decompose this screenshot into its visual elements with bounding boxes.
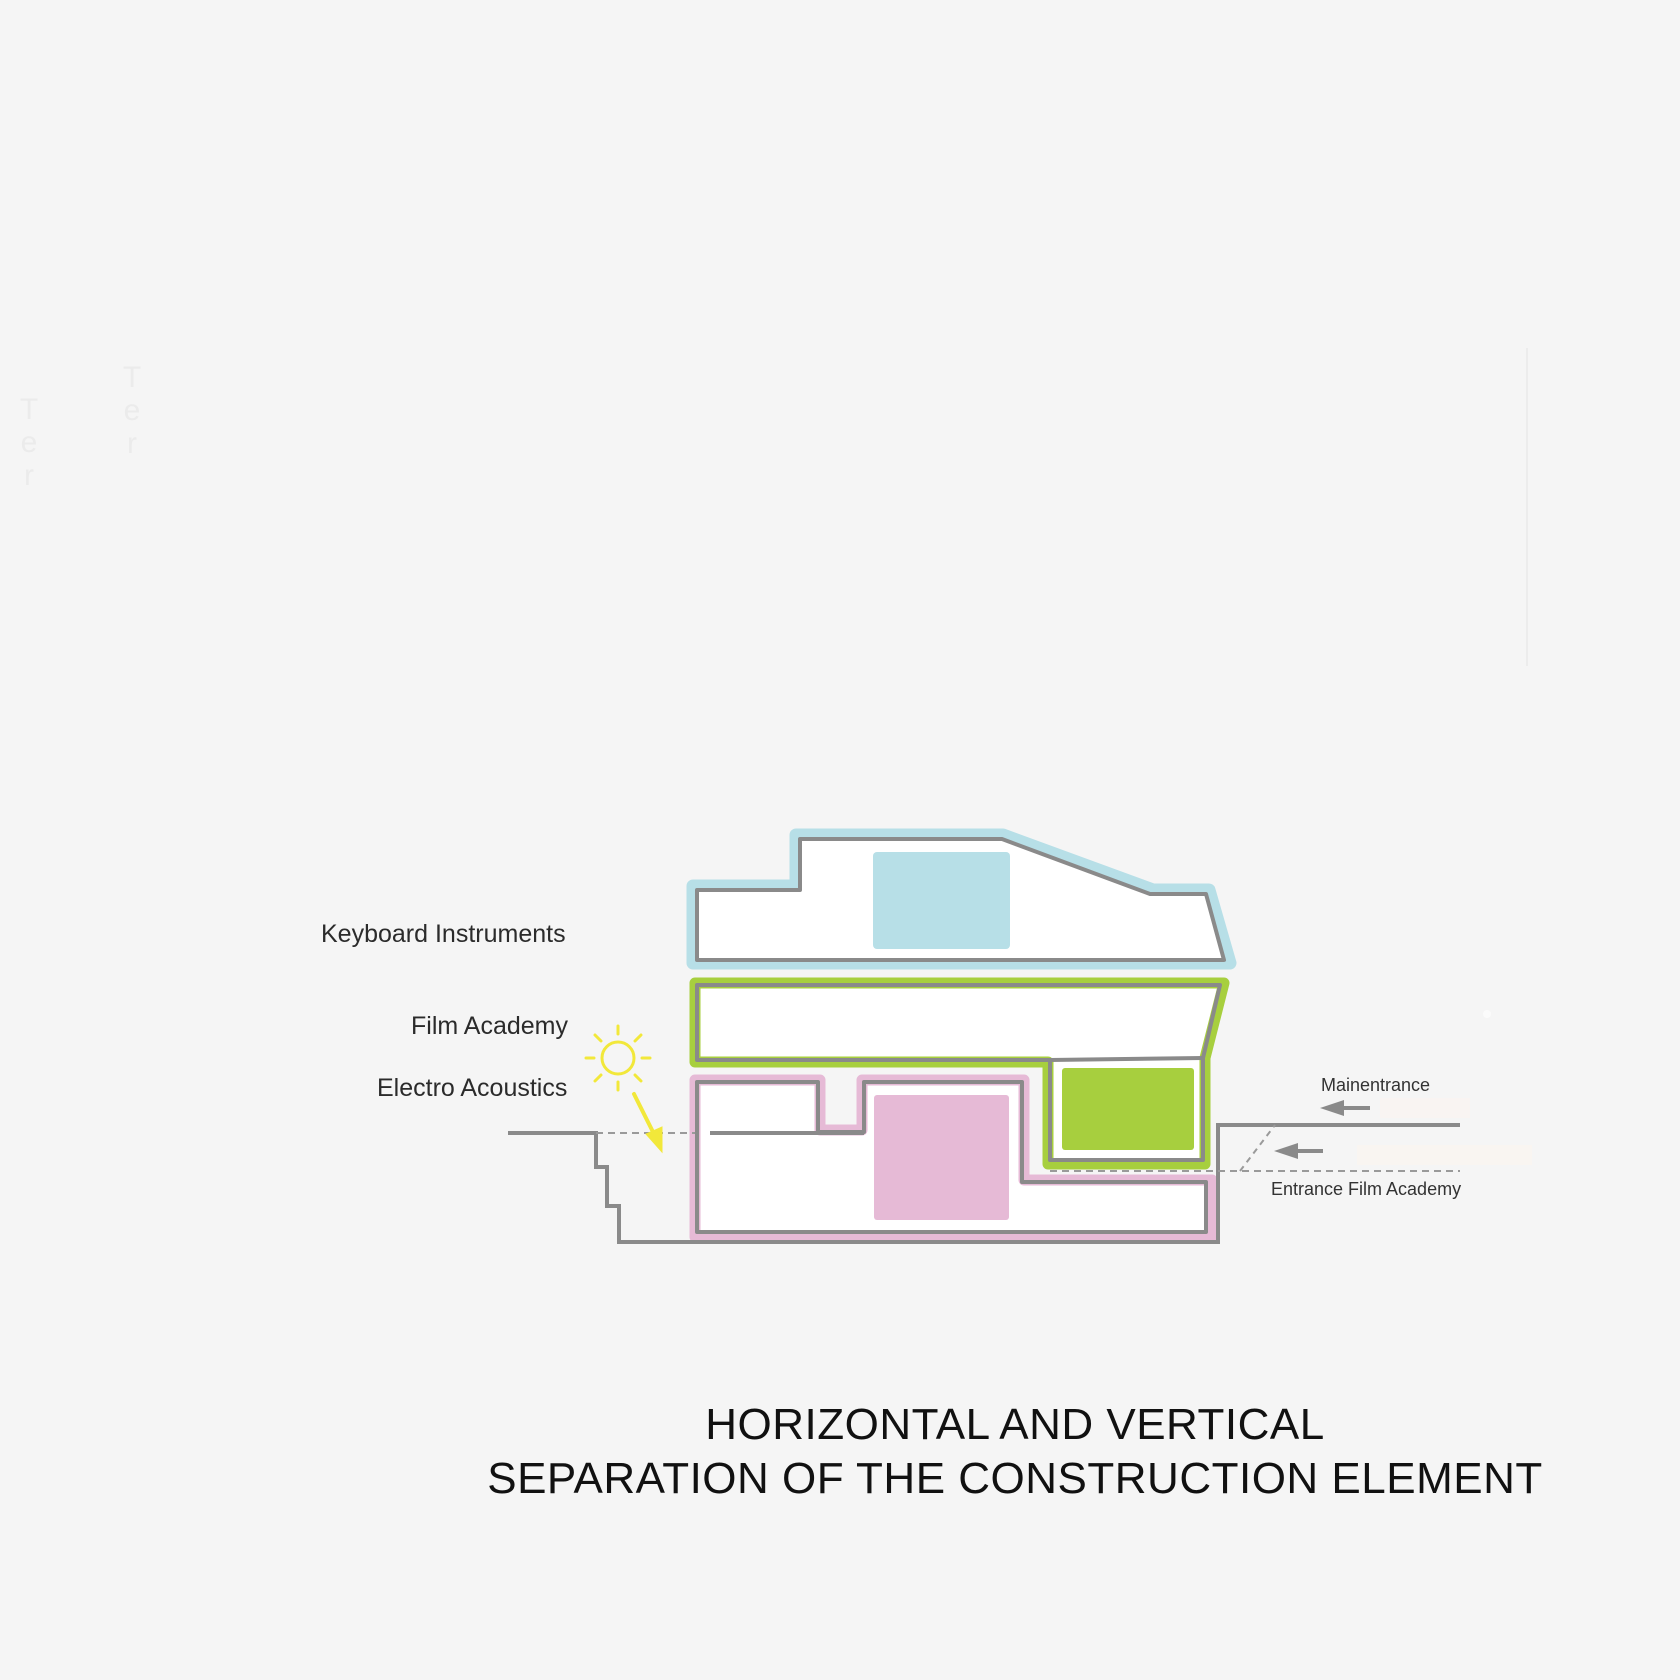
faint-letters-left: T e r: [17, 393, 41, 492]
label-electro-acoustics: Electro Acoustics: [377, 1074, 568, 1102]
faint-letters-right: T e r: [120, 361, 144, 460]
floor-film-academy: [689, 977, 1230, 1170]
floor-electro-acoustics: [689, 1074, 1218, 1243]
electro-room: [874, 1095, 1009, 1220]
film-room: [1062, 1068, 1194, 1150]
faint-dot: [1483, 1010, 1491, 1018]
film-floor-outline: [695, 983, 1222, 1162]
arrow-left-icon: [1274, 1143, 1323, 1159]
label-entrance-film-academy: Entrance Film Academy: [1271, 1179, 1462, 1199]
faint-letter: T: [19, 393, 39, 426]
faint-letter: r: [24, 459, 34, 492]
faint-letter: r: [127, 427, 137, 460]
film-floor-step-line: [1049, 1056, 1204, 1062]
faint-letter: T: [122, 361, 142, 394]
faint-patch: [1357, 1145, 1532, 1165]
ground-line: [508, 1123, 1460, 1244]
faint-letter: e: [20, 426, 38, 459]
dashed-ramp-line: [1239, 1124, 1276, 1172]
faint-patch: [1380, 1098, 1470, 1118]
floor-keyboard-instruments: [686, 828, 1237, 970]
keyboard-room: [873, 852, 1010, 949]
label-main-entrance: Mainentrance: [1321, 1075, 1431, 1095]
arrow-down-right-icon: [632, 1092, 663, 1154]
arrow-left-icon: [1320, 1100, 1370, 1116]
diagram-caption-line-1: HORIZONTAL AND VERTICAL: [705, 1400, 1325, 1449]
label-keyboard-instruments: Keyboard Instruments: [321, 920, 566, 948]
faint-letter: e: [123, 394, 141, 427]
sun-icon: [584, 1024, 652, 1092]
electro-floor-outline: [695, 1080, 1208, 1234]
diagram-caption-line-2: SEPARATION OF THE CONSTRUCTION ELEMENT: [487, 1454, 1543, 1503]
label-film-academy: Film Academy: [411, 1012, 568, 1040]
